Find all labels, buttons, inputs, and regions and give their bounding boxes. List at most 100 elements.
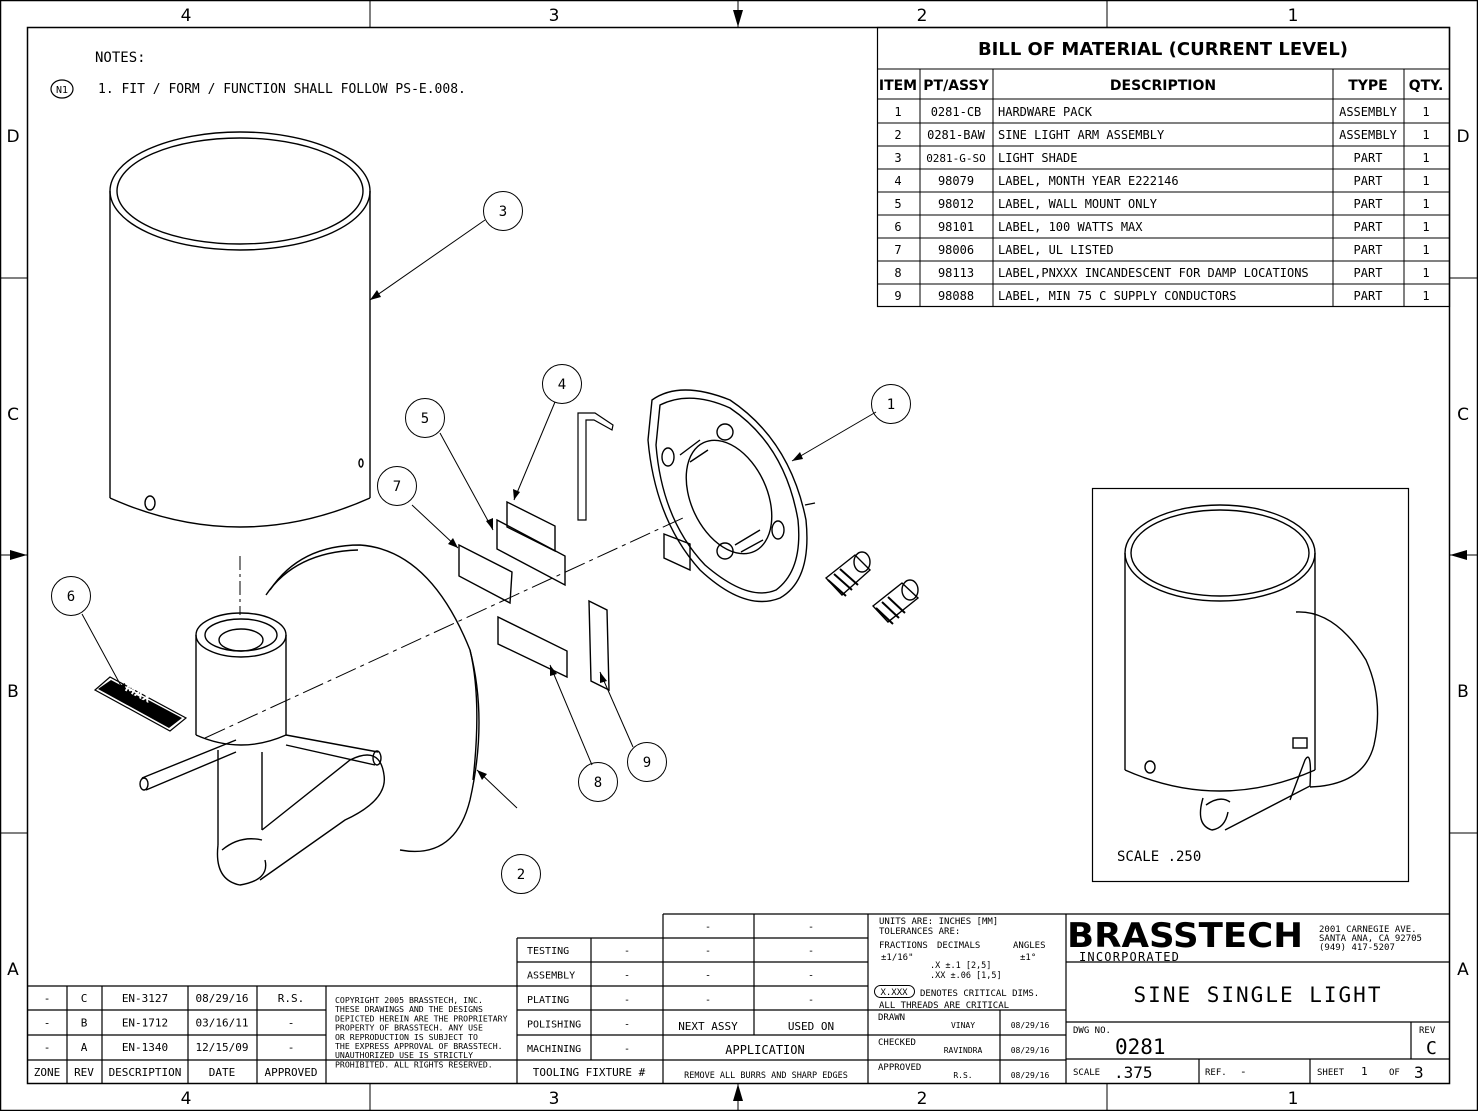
signoff-role: CHECKED (878, 1038, 916, 1048)
bom-qty: 1 (1422, 220, 1429, 234)
critical-dim-box (874, 985, 915, 998)
bom-part-number: 98088 (938, 289, 974, 303)
mounting-plate-part (647, 389, 816, 603)
bom-description: SINE LIGHT ARM ASSEMBLY (998, 128, 1165, 142)
process-plating: PLATING (527, 995, 569, 1006)
zone-left-C: C (7, 405, 19, 425)
revision-cell: EN-1712 (122, 1017, 168, 1030)
process-dash: - (808, 971, 814, 982)
process-dash: - (808, 995, 814, 1006)
decimals-label: DECIMALS (937, 941, 980, 951)
leader-arrows (119, 290, 803, 780)
signoff-date: 08/29/16 (1011, 1046, 1050, 1055)
process-dash-b: - (808, 922, 814, 933)
detail-view: SCALE .250 (1091, 487, 1410, 883)
signoff-name: R.S. (953, 1071, 972, 1080)
bom-part-number: 0281-G-SO (926, 152, 986, 165)
sheet-number: 1 (1361, 1065, 1368, 1078)
exploded-view (93, 131, 920, 886)
critical-dims-note: DENOTES CRITICAL DIMS. (920, 989, 1039, 999)
revision-cell: 08/29/16 (196, 992, 249, 1005)
critical-box-text: X.XXX (880, 988, 908, 998)
revision-cell: A (81, 1041, 88, 1054)
process-table: TESTING---ASSEMBLY---PLATING---POLISHING… (527, 922, 848, 1081)
balloon-8: 8 (594, 775, 602, 791)
bom-part-number: 98079 (938, 174, 974, 188)
bom-description: LABEL, WALL MOUNT ONLY (998, 197, 1158, 211)
revision-cell: - (288, 1041, 295, 1054)
zone-labels: 4 3 2 1 4 3 2 1 D C B A D C B A (6, 6, 1469, 1109)
bom-type: PART (1354, 174, 1383, 188)
bom-description: LABEL, MONTH YEAR E222146 (998, 174, 1179, 188)
revision-cell: EN-1340 (122, 1041, 168, 1054)
light-shade-part (109, 131, 371, 528)
bom-qty: 1 (1422, 174, 1429, 188)
bom-type: PART (1354, 289, 1383, 303)
process-dash: - (624, 1020, 630, 1031)
decimal-tolerance-1: .X ±.1 [2,5] (930, 961, 991, 971)
balloons: 1 2 3 4 5 6 7 8 9 (51, 191, 911, 894)
bom-header-type: TYPE (1348, 78, 1388, 94)
zone-left-D: D (6, 127, 19, 147)
scale-label: SCALE (1073, 1068, 1100, 1078)
rev-letter: C (1426, 1038, 1437, 1059)
copyright-notice: COPYRIGHT 2005 BRASSTECH, INC.THESE DRAW… (335, 995, 508, 1069)
signoff-role: DRAWN (878, 1013, 905, 1023)
rev-label: REV (1419, 1026, 1436, 1036)
bom-type: PART (1354, 151, 1383, 165)
label-9-part (588, 599, 610, 692)
application-label: APPLICATION (725, 1043, 804, 1057)
copyright-line: THESE DRAWINGS AND THE DESIGNS (335, 1004, 483, 1014)
bom-type: PART (1354, 197, 1383, 211)
revision-cell: - (44, 1041, 51, 1054)
units-text: UNITS ARE: INCHES [MM] (879, 917, 998, 927)
process-polishing: POLISHING (527, 1020, 581, 1031)
balloon-2: 2 (517, 867, 525, 883)
balloon-4: 4 (558, 377, 566, 393)
zone-top-1: 1 (1288, 6, 1299, 26)
company-subtitle: INCORPORATED (1079, 950, 1180, 964)
hex-key-part (577, 412, 614, 521)
copyright-line: PROPERTY OF BRASSTECH. ANY USE (335, 1023, 483, 1033)
zone-top-2: 2 (917, 6, 928, 26)
company-address-3: (949) 417-5207 (1319, 943, 1395, 953)
company-address-1: 2001 CARNEGIE AVE. (1319, 925, 1417, 935)
bom-header-qty: QTY. (1409, 78, 1444, 94)
drawing-number-block: DWG NO. 0281 REV C SCALE .375 REF. - SHE… (1073, 1026, 1437, 1082)
tolerances-text: TOLERANCES ARE: (879, 927, 960, 937)
bom-part-number: 98006 (938, 243, 974, 257)
company-block: BRASSTECH INCORPORATED 2001 CARNEGIE AVE… (1067, 916, 1422, 964)
bom-type: PART (1354, 266, 1383, 280)
signoff-name: VINAY (951, 1021, 975, 1030)
bom-item-8: 8 (894, 266, 901, 280)
bom-title: BILL OF MATERIAL (CURRENT LEVEL) (978, 39, 1348, 60)
process-testing: TESTING (527, 946, 569, 957)
label-8-part (497, 615, 568, 679)
bom-qty: 1 (1422, 151, 1429, 165)
bom-description: LABEL,PNXXX INCANDESCENT FOR DAMP LOCATI… (998, 266, 1309, 280)
bom-type: ASSEMBLY (1339, 105, 1398, 119)
bom-part-number: 98012 (938, 197, 974, 211)
revision-cell: - (288, 1017, 295, 1030)
rev-header-date: DATE (209, 1066, 236, 1079)
bom-qty: 1 (1422, 289, 1429, 303)
process-assembly: ASSEMBLY (527, 971, 575, 982)
process-dash: - (705, 971, 711, 982)
rev-header-zone: ZONE (34, 1066, 61, 1079)
wire-nuts-part (824, 551, 920, 625)
inner-border (26, 26, 1451, 1085)
zone-bottom-4: 4 (181, 1089, 192, 1109)
bom-qty: 1 (1422, 105, 1429, 119)
note-flag-symbol (50, 79, 74, 99)
bom-item-2: 2 (894, 128, 901, 142)
bom-item-5: 5 (894, 197, 901, 211)
signoff-date: 08/29/16 (1011, 1021, 1050, 1030)
signoff-date: 08/29/16 (1011, 1071, 1050, 1080)
dwg-no-label: DWG NO. (1073, 1026, 1111, 1036)
bom-description: HARDWARE PACK (998, 105, 1093, 119)
used-on-label: USED ON (788, 1020, 834, 1033)
copyright-line: COPYRIGHT 2005 BRASSTECH, INC. (335, 995, 483, 1005)
process-dash: - (624, 1044, 630, 1055)
label-4-part (506, 500, 556, 553)
